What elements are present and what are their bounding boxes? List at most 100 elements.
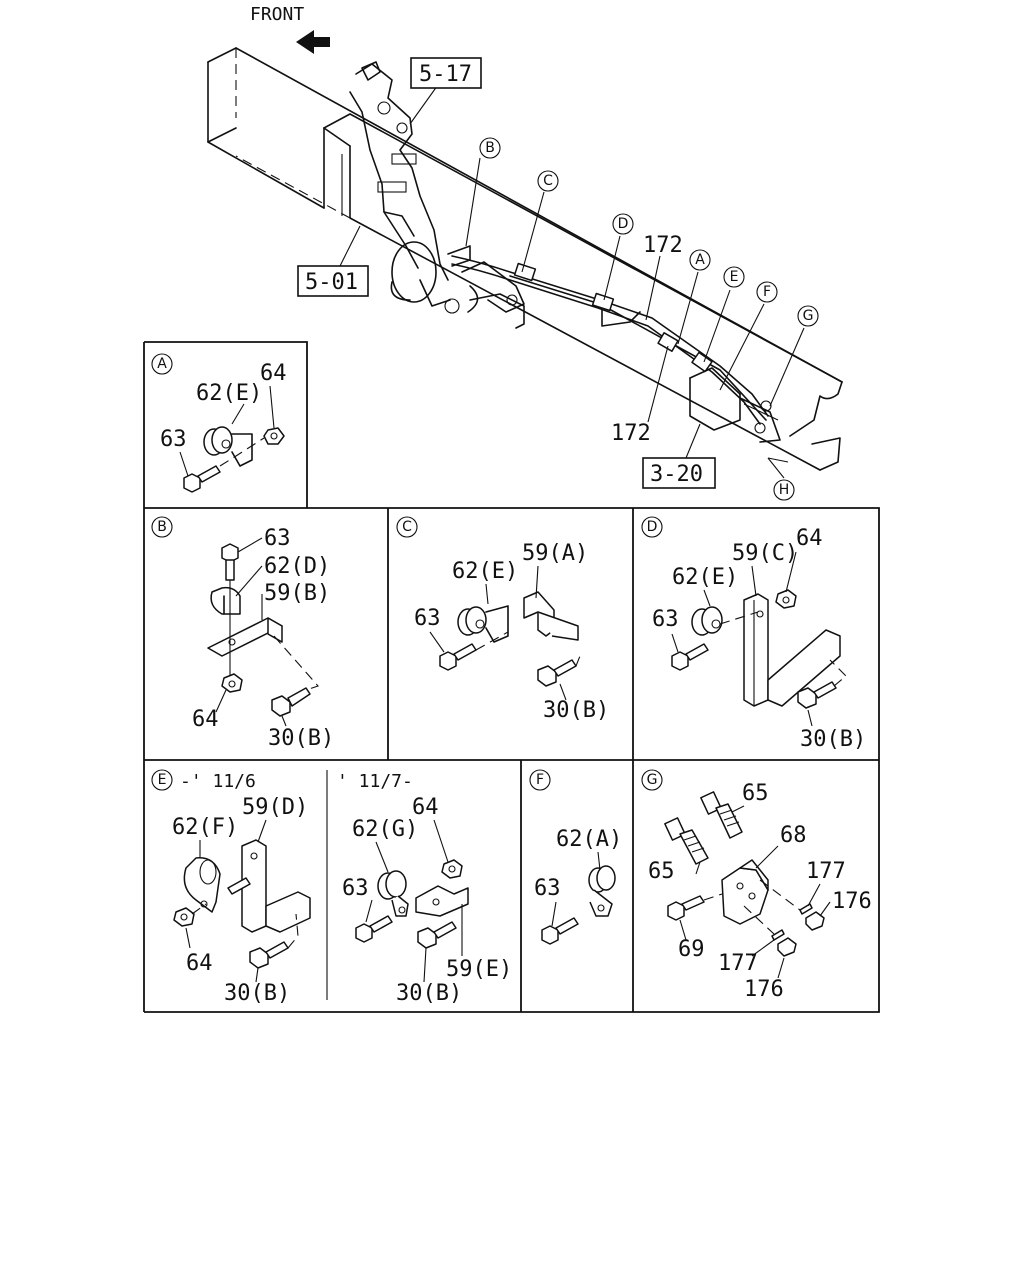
panel-G-pin-bottom-label: 177 (718, 951, 758, 976)
bolt-63-icon (541, 917, 579, 945)
detail-panel-B: B 63 62(D) 59(B) 64 30(B) (151, 516, 334, 751)
clip-62F-icon (183, 857, 221, 913)
svg-text:F: F (763, 284, 771, 300)
panel-G-id: G (641, 769, 663, 791)
panel-C-bracket-label: 59(A) (522, 541, 588, 566)
nut-64-icon (441, 859, 463, 879)
svg-text:G: G (647, 772, 658, 788)
panel-E-period-left: -' 11/6 (180, 771, 256, 792)
svg-text:E: E (730, 269, 739, 285)
panel-D-bolt2-label: 30(B) (800, 727, 866, 752)
panel-C-clip-label: 62(E) (452, 559, 518, 584)
ref-box-5-01[interactable]: 5-01 (297, 265, 369, 297)
bolt-63-icon (439, 643, 477, 671)
panel-G-hose-top-label: 65 (742, 781, 769, 806)
bolt-63-icon (221, 543, 239, 581)
bolt-63-icon (183, 465, 221, 493)
clip-62D-icon (210, 586, 241, 615)
frame-rail (207, 47, 843, 471)
callout-H[interactable]: H (773, 479, 795, 501)
bolt-30B-icon (271, 687, 311, 717)
bolt-63-icon (671, 643, 709, 671)
panel-G-nut-top-label: 176 (832, 889, 872, 914)
bolt-30B-icon (797, 681, 837, 709)
panel-B-clip-label: 62(D) (264, 554, 330, 579)
ref-box-5-17[interactable]: 5-17 (410, 57, 482, 89)
detail-panel-D: D 59(C) 64 62(E) 63 30(B) (641, 516, 866, 752)
detail-panel-C: C 59(A) 62(E) 63 30(B) (396, 516, 609, 723)
nut-64-icon (775, 589, 797, 609)
callout-E[interactable]: E (723, 266, 745, 288)
detail-panel-E: E -' 11/6 ' 11/7- 59(D) 62(F) 64 30(B) (151, 769, 512, 1006)
panel-B-bolt2-label: 30(B) (268, 726, 334, 751)
nut-64-icon (263, 427, 285, 445)
panel-E-id: E (151, 769, 173, 791)
nut-176-top-icon (805, 911, 825, 931)
svg-text:H: H (779, 482, 790, 498)
detail-panel-G: G 65 68 65 177 176 69 177 176 (641, 769, 872, 1002)
ref-box-3-20-label: 3-20 (650, 462, 703, 487)
leader-lines (339, 81, 805, 479)
panel-G-pin-top-label: 177 (806, 859, 846, 884)
ref-box-3-20[interactable]: 3-20 (642, 457, 716, 489)
panel-G-bracket-label: 68 (780, 823, 807, 848)
panel-E-right-bolt2-label: 30(B) (396, 981, 462, 1006)
panel-D-id: D (641, 516, 663, 538)
panel-B-bolt-label: 63 (264, 526, 291, 551)
svg-text:B: B (485, 140, 495, 156)
pipe-label-172-lower: 172 (611, 421, 651, 446)
svg-text:C: C (402, 519, 412, 535)
bolt-icon (227, 877, 251, 895)
panel-B-bracket-label: 59(B) (264, 581, 330, 606)
bracket-59D-icon (241, 839, 311, 933)
clip-62E-icon (457, 605, 509, 643)
hose-65-left-icon (664, 817, 709, 865)
panel-E-right-bolt-label: 63 (342, 876, 369, 901)
svg-text:E: E (158, 772, 167, 788)
clip-62A-icon (588, 865, 616, 917)
callout-B[interactable]: B (479, 137, 501, 159)
panel-B-id: B (151, 516, 173, 538)
panel-E-right-clip-label: 62(G) (352, 817, 418, 842)
callout-G[interactable]: G (797, 305, 819, 327)
svg-text:C: C (543, 173, 553, 189)
callout-F[interactable]: F (756, 281, 778, 303)
panel-E-right-bracket-label: 59(E) (446, 957, 512, 982)
svg-text:B: B (157, 519, 167, 535)
front-bracket-assembly (349, 61, 525, 329)
bolt-63-icon (355, 915, 393, 943)
bracket-59A-icon (523, 591, 579, 641)
callout-D[interactable]: D (612, 213, 634, 235)
panel-E-period-right: ' 11/7- (337, 771, 413, 792)
panel-E-bolt2-label: 30(B) (224, 981, 290, 1006)
pin-177-bottom-icon (771, 929, 785, 941)
panel-D-bolt-label: 63 (652, 607, 679, 632)
bracket-59E-icon (415, 885, 469, 917)
panel-C-id: C (396, 516, 418, 538)
svg-text:G: G (803, 308, 814, 324)
nut-176-bottom-icon (777, 937, 797, 957)
panel-G-bolt-label: 69 (678, 937, 705, 962)
detail-panel-F: F 62(A) 63 (529, 769, 622, 945)
ref-box-5-01-label: 5-01 (305, 270, 358, 295)
bracket-68-icon (721, 859, 769, 925)
callout-A[interactable]: A (689, 249, 711, 271)
pipe-label-172-upper: 172 (643, 233, 683, 258)
panel-E-clip-label: 62(F) (172, 815, 238, 840)
front-arrow-icon (296, 30, 330, 54)
detail-panel-A: A 62(E) 64 63 (151, 353, 287, 493)
panel-B-nut-label: 64 (192, 707, 219, 732)
bracket-59B-icon (207, 617, 283, 657)
detail-panel-frames (143, 341, 880, 1013)
panel-A-bolt-label: 63 (160, 427, 187, 452)
panel-A-nut-label: 64 (260, 361, 287, 386)
panel-F-clip-label: 62(A) (556, 827, 622, 852)
panel-E-nut-label: 64 (186, 951, 213, 976)
panel-A-clip-label: 62(E) (196, 381, 262, 406)
svg-text:D: D (647, 519, 658, 535)
callout-C[interactable]: C (537, 170, 559, 192)
brake-pipes (451, 255, 781, 443)
bolt-69-icon (667, 895, 705, 921)
panel-D-clip-label: 62(E) (672, 565, 738, 590)
